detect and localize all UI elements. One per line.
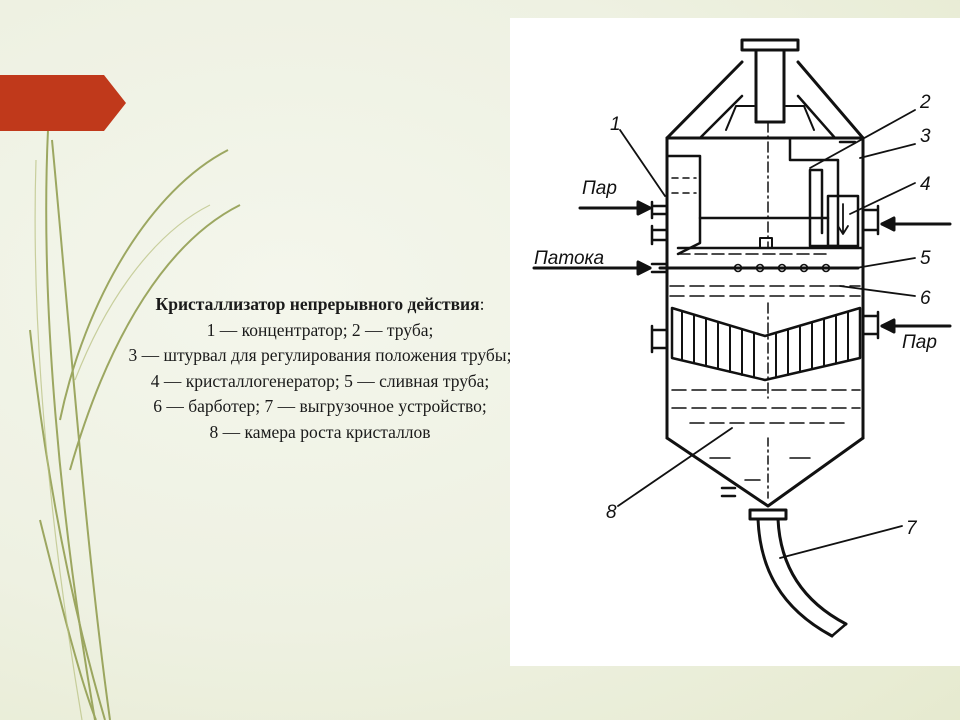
label-4: 4 xyxy=(920,174,931,195)
caption-line-3: 4 — кристаллогенератор; 5 — сливная труб… xyxy=(150,370,490,391)
label-1: 1 xyxy=(610,114,621,135)
barboteur-holes xyxy=(733,263,831,273)
label-molasses: Патока xyxy=(534,248,604,269)
growth-zone xyxy=(670,306,862,382)
label-8: 8 xyxy=(606,502,617,523)
caption-title: Кристаллизатор непрерывного действия xyxy=(155,294,480,314)
discharge-flange xyxy=(748,508,788,521)
label-5: 5 xyxy=(920,248,931,269)
decorative-curves xyxy=(29,129,241,720)
label-7: 7 xyxy=(906,518,918,539)
label-6: 6 xyxy=(920,288,931,309)
diagram-panel: Пар Патока Пар 1 2 3 4 5 6 7 8 xyxy=(510,18,960,666)
cone-chamber xyxy=(665,436,865,508)
top-flange xyxy=(740,38,800,52)
caption-line-1: 1 — концентратор; 2 — труба; xyxy=(206,319,434,340)
caption-title-suffix: : xyxy=(479,294,485,314)
concentrator xyxy=(665,154,702,256)
caption-title-line: Кристаллизатор непрерывного действия: xyxy=(55,292,585,318)
pipe-2 xyxy=(788,136,840,248)
label-2: 2 xyxy=(919,92,931,113)
label-3: 3 xyxy=(920,126,931,147)
label-steam-right: Пар xyxy=(902,332,937,353)
dome-roof xyxy=(665,60,865,140)
accent-arrow-tab xyxy=(0,75,126,131)
caption-line-4: 6 — барботер; 7 — выгрузочное устройство… xyxy=(153,396,487,416)
crystallizer-diagram: Пар Патока Пар 1 2 3 4 5 6 7 8 xyxy=(532,38,952,638)
discharge-hose xyxy=(756,517,834,638)
caption-line-5: 8 — камера роста кристаллов xyxy=(209,421,431,442)
crystal-generator xyxy=(826,194,860,248)
figure-caption: Кристаллизатор непрерывного действия: 1 … xyxy=(55,292,585,445)
drain-pipe xyxy=(759,237,773,249)
caption-line-2: 3 — штурвал для регулирования положения … xyxy=(128,345,512,365)
label-steam-left: Пар xyxy=(582,178,617,199)
